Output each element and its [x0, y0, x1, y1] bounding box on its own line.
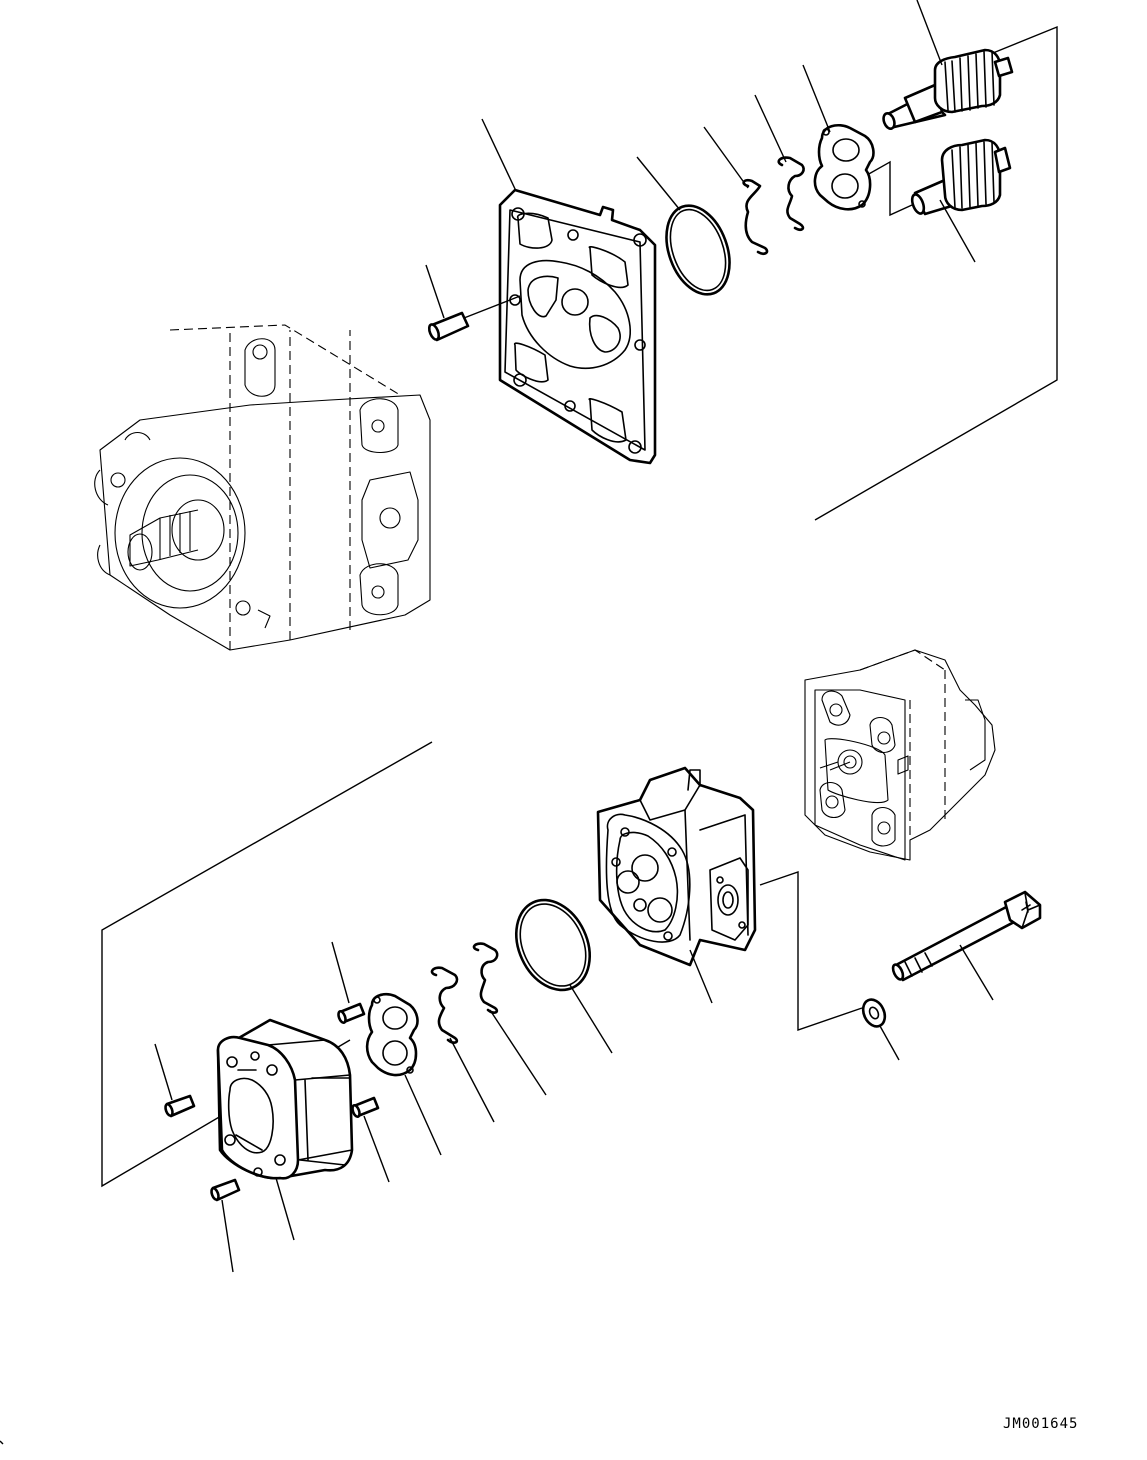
bushing-upper — [813, 124, 875, 211]
bushing-lower — [365, 993, 419, 1077]
gear-body — [216, 1018, 354, 1180]
driven-gear — [910, 138, 1012, 216]
washer — [861, 998, 887, 1028]
seal-upper-a — [742, 178, 769, 255]
o-ring-lower — [515, 898, 591, 992]
drive-shaft-gear — [882, 48, 1014, 131]
edge-mark — [0, 1440, 4, 1445]
drawing-code: JM001645 — [1003, 1416, 1079, 1432]
bolt — [891, 890, 1042, 982]
dowel-pin-upper — [427, 311, 470, 342]
pump-assembly-ghost-lower — [804, 649, 996, 861]
seal-upper-b — [777, 156, 805, 231]
upper-gear-bracket — [866, 160, 913, 217]
upper-group-frame — [814, 25, 1058, 521]
o-ring-upper — [665, 204, 731, 296]
lower-leader-lines — [154, 941, 994, 1273]
plate-upper — [498, 188, 657, 465]
dowel-pin-lower-3 — [337, 1002, 366, 1025]
bolt-bracket — [759, 871, 863, 1031]
upper-leader-lines — [425, 0, 976, 319]
dowel-pin-lower-4 — [351, 1096, 380, 1119]
case-lower — [596, 766, 757, 967]
seal-lower-a — [472, 942, 499, 1014]
dowel-pin-lower-2 — [210, 1178, 241, 1202]
pump-assembly-ghost-upper — [94, 324, 431, 651]
dowel-pin-lower-1 — [164, 1094, 196, 1118]
seal-lower-b — [430, 966, 459, 1044]
